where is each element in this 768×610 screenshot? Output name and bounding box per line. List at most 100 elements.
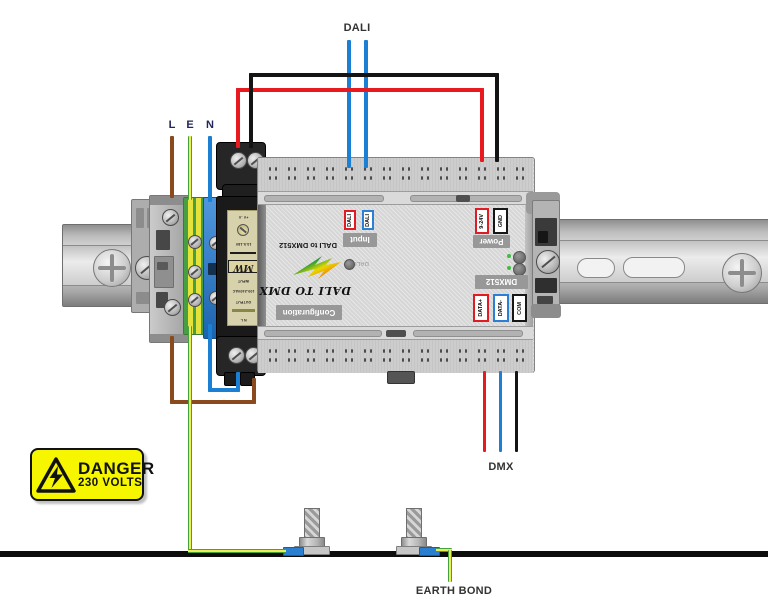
slot-screw-icon (188, 265, 202, 279)
bracket-frame-inner (538, 231, 548, 243)
earth-bond-wire (448, 550, 452, 582)
neutral-wire (208, 388, 240, 392)
strip-slot (264, 195, 384, 202)
power-wire-ground (249, 73, 499, 77)
psu-terminal-marks: N L (240, 318, 247, 322)
slot-screw-icon (230, 152, 247, 169)
live-wire (170, 336, 174, 404)
strip-slot-dark (456, 195, 470, 202)
psu-text-line: 100-240VAC (232, 289, 255, 294)
bracket-recess (535, 278, 557, 293)
block-window (156, 230, 170, 250)
power-section-label: Power (473, 235, 510, 248)
dali-wire-1 (347, 40, 351, 168)
live-wire (170, 400, 256, 404)
connector-strip-top (258, 191, 533, 205)
strip-slot (264, 330, 382, 337)
terminal-text: DALI (365, 213, 371, 227)
brand-logo-icon (292, 254, 342, 282)
dali-led (344, 259, 355, 270)
green-led (507, 266, 511, 270)
slot-screw-icon (188, 293, 202, 307)
phillips-screw-icon (93, 249, 131, 287)
neutral-wire (208, 136, 212, 202)
slot-screw-icon (228, 347, 245, 364)
configuration-label: Configuration (276, 305, 342, 320)
slot-screw-icon (188, 235, 202, 249)
terminal-label-dali-minus: DALI (362, 210, 374, 230)
bracket-slot (136, 208, 144, 228)
din-clip-tab (387, 371, 415, 384)
earth-bar (0, 551, 768, 557)
vent-band-bottom (258, 340, 533, 373)
vent-band-top (258, 158, 533, 191)
danger-sign: DANGER 230 VOLTS (30, 448, 154, 501)
danger-voltage: 230 VOLTS (78, 477, 143, 490)
dali-wire-2 (364, 40, 368, 168)
psu-warning-strip (231, 308, 256, 312)
green-led (507, 254, 511, 258)
dmx-bus-label: DMX (488, 461, 514, 473)
slot-screw-icon (162, 209, 179, 226)
meanwell-logo-bar (230, 251, 257, 254)
dali-dmx-converter: DALI DALI Input DALI to DMX512 DALI DALI… (257, 157, 535, 384)
device-brand-text: DALI TO DMX (258, 284, 351, 297)
earth-bond-wire (436, 548, 452, 552)
strip-slot (413, 330, 523, 337)
phillips-screw-icon (722, 253, 762, 293)
device-face-edge (258, 205, 266, 326)
block-window (154, 256, 174, 288)
terminal-label-data-plus: DATA+ (473, 294, 489, 322)
psu-adjust-range: 13.5-18V (235, 242, 252, 247)
rail-slot (577, 258, 615, 278)
power-wire-positive (236, 88, 240, 148)
terminal-label-gnd: GND (493, 208, 508, 234)
dmx-wire-data-minus (499, 371, 502, 452)
vent-slots (266, 347, 527, 365)
earth-clamp (283, 547, 304, 556)
input-section-label: Input (343, 233, 377, 247)
terminal-label-9-24v: 9-24V (475, 208, 489, 234)
terminal-text: COM (516, 301, 523, 315)
warning-triangle-icon (36, 456, 76, 494)
block-cap (150, 196, 189, 205)
earth-wire (188, 549, 286, 553)
bracket-cap-bottom (531, 304, 561, 318)
earth-bond-label: EARTH BOND (415, 585, 493, 597)
block-window (208, 263, 218, 275)
dali-led-label: DALI (355, 260, 369, 266)
dmx-wire-data-plus (483, 371, 486, 452)
terminal-block-earth (183, 197, 206, 335)
earth-wire (188, 136, 192, 200)
power-wire-positive (236, 88, 484, 92)
dmx-section-label: DMX512 (475, 275, 528, 289)
meanwell-logo: MW (228, 260, 259, 274)
neutral-wire (236, 372, 240, 392)
dali-bus-label: DALI (343, 22, 371, 34)
dmx-wire-com (515, 371, 518, 452)
device-model-text: DALI to DMX512 (279, 241, 337, 250)
terminal-text: DATA+ (478, 299, 484, 317)
voltage-adjust-dial (237, 224, 250, 237)
psu-text-line: OUTPUT (235, 299, 252, 304)
vent-slots (266, 165, 527, 183)
strip-slot-dark (386, 330, 406, 337)
neutral-wire (208, 324, 212, 392)
earth-label: E (186, 119, 194, 131)
terminal-text: GND (497, 214, 504, 228)
psu-text-line: INPUT (237, 279, 250, 284)
device-face-edge (525, 205, 533, 326)
psu-terminal-marks: +V -V (238, 215, 249, 220)
live-wire (170, 136, 174, 198)
power-wire-positive (480, 88, 484, 162)
block-cap (150, 334, 189, 342)
slot-screw-icon (536, 250, 560, 274)
terminal-text: 9-24V (479, 213, 485, 229)
terminal-text: DATA- (498, 299, 504, 317)
rail-slot (623, 257, 685, 278)
din-rail-left (62, 224, 137, 307)
live-wire (252, 378, 256, 404)
terminal-label-data-minus: DATA- (493, 294, 509, 322)
power-wire-ground (249, 73, 253, 148)
